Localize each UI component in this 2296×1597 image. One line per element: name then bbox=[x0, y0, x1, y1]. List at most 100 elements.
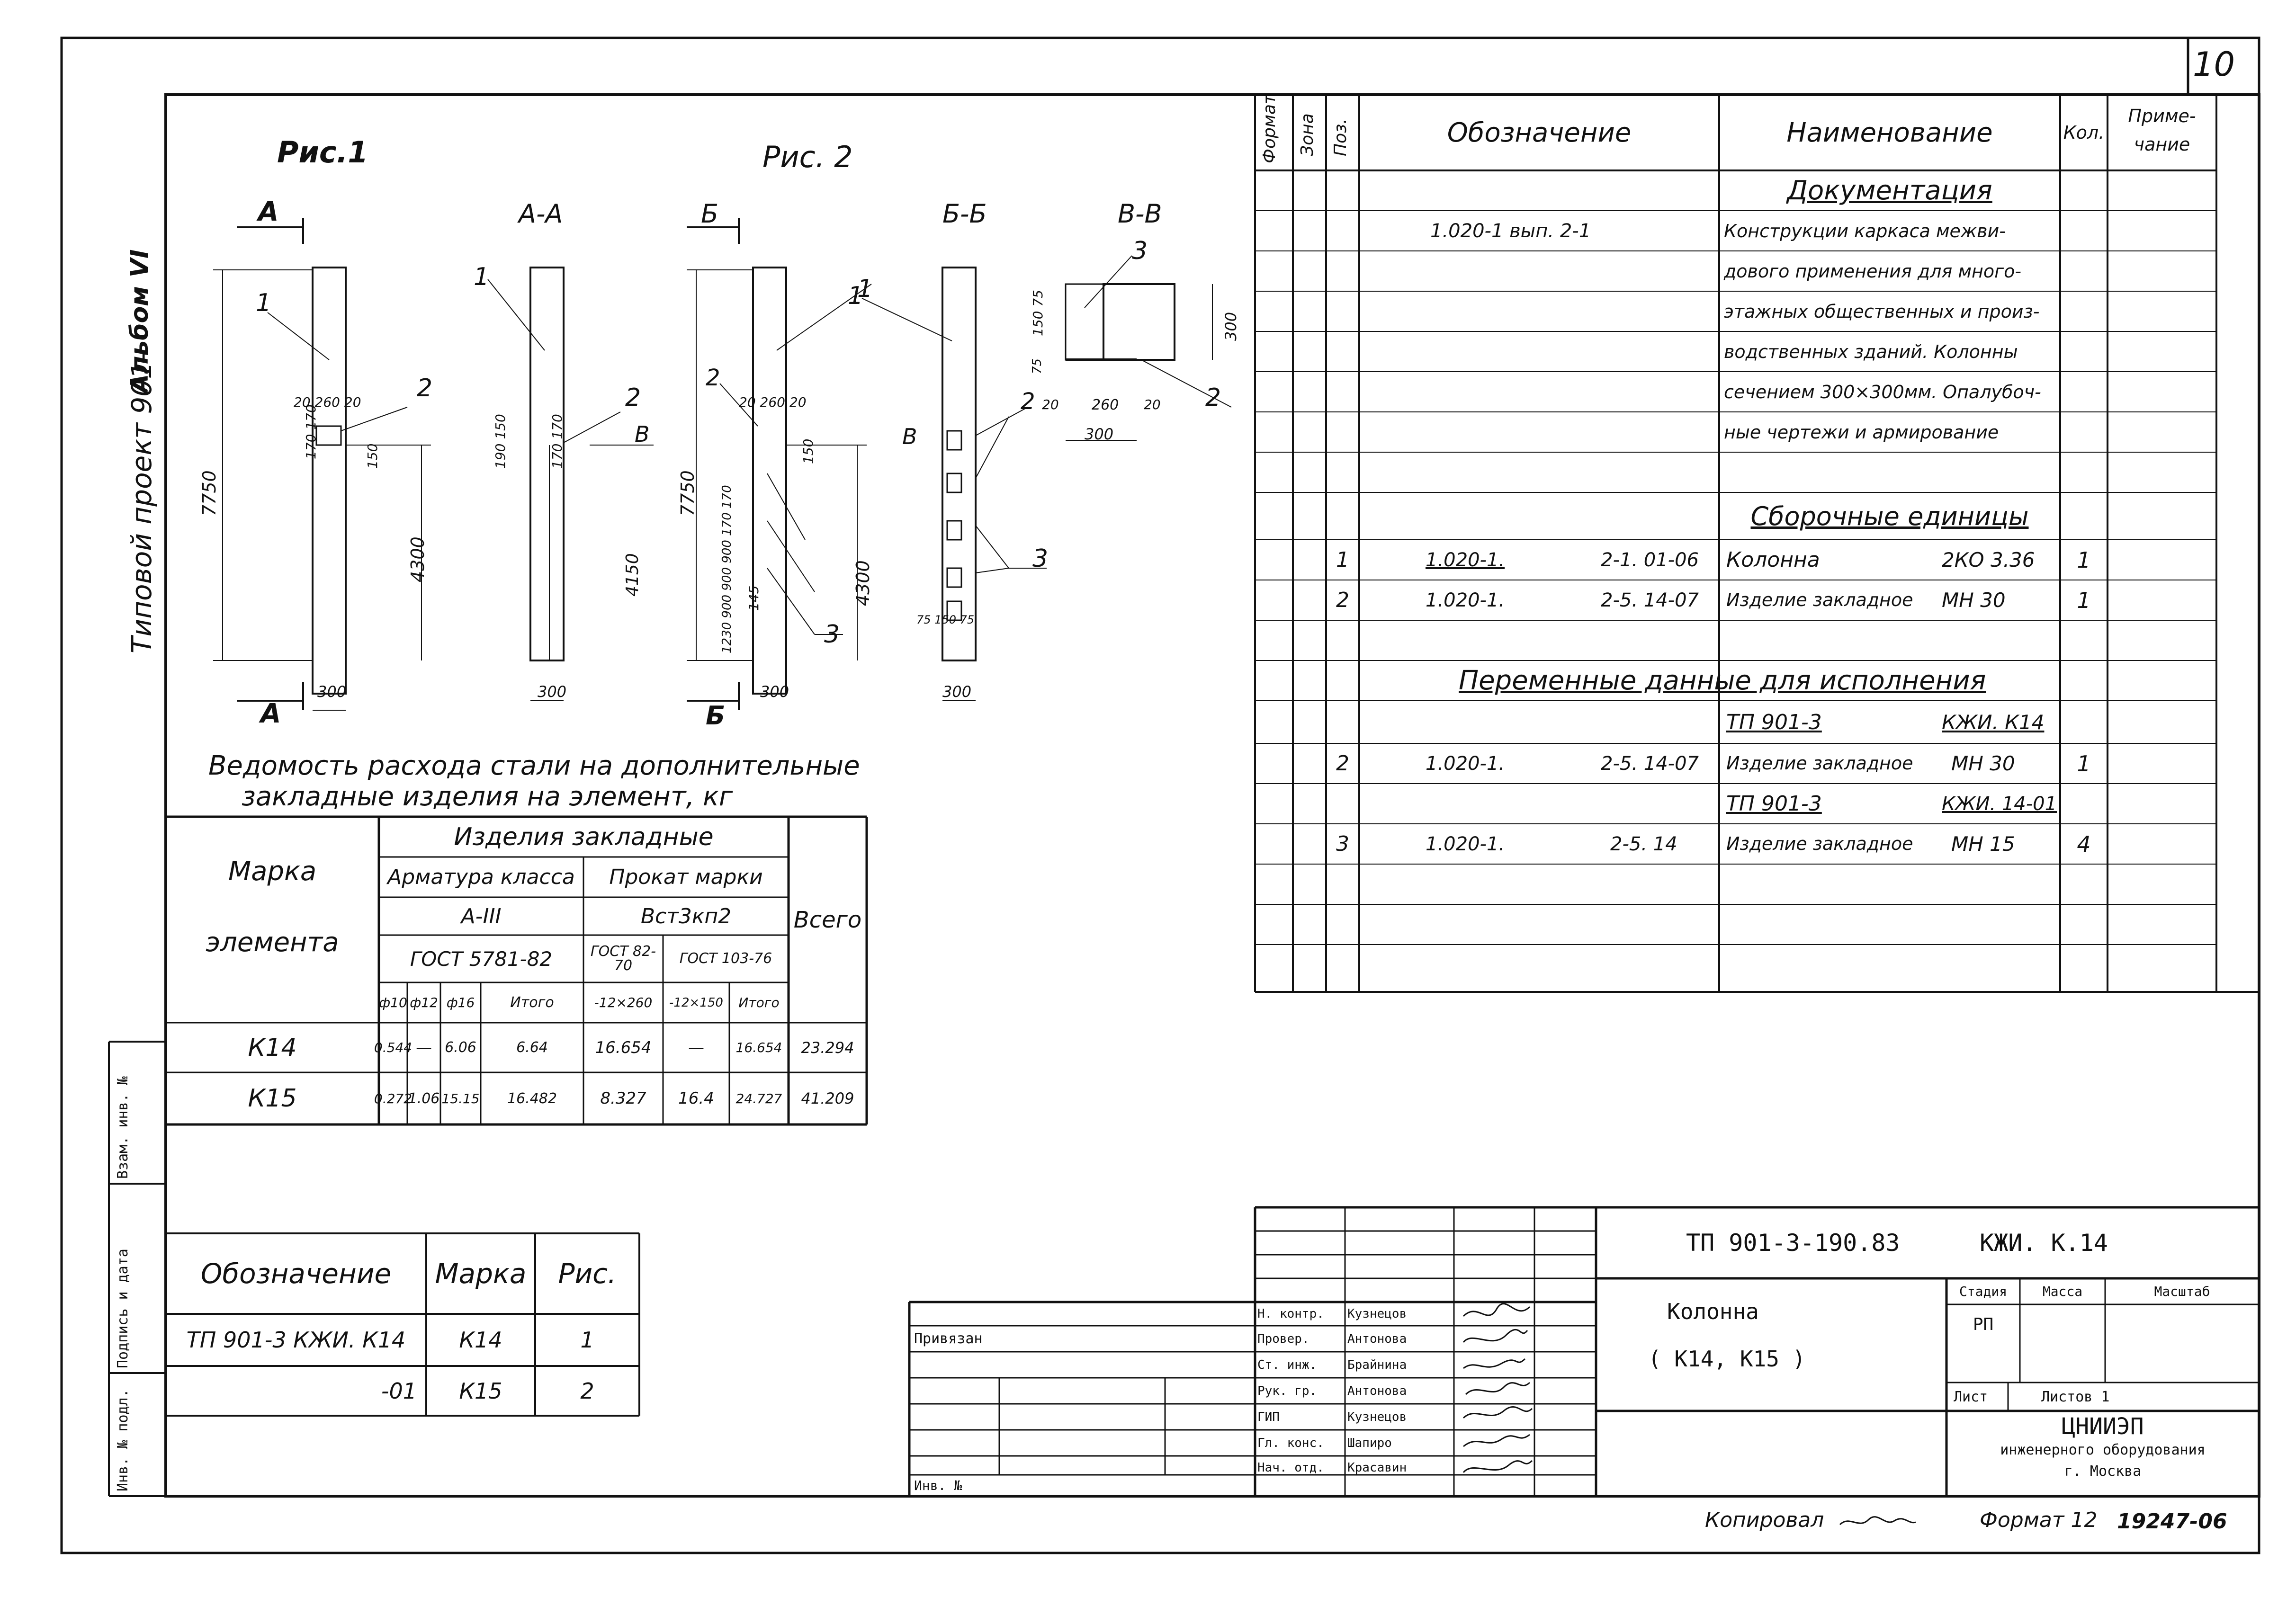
steel-table-title-2: закладные изделия на элемент, кг bbox=[242, 781, 733, 812]
col-stage: Стадия bbox=[1959, 1284, 2008, 1299]
stamp-signature-date: Подпись и дата bbox=[115, 1249, 131, 1368]
section-bb-title: Б-Б bbox=[942, 199, 987, 229]
col-total-header: Всего bbox=[793, 906, 862, 933]
designation-row-1: ТП 901-3 КЖИ. К14 bbox=[186, 1327, 406, 1353]
dim-145-fig2: 145 bbox=[746, 585, 762, 611]
inner-border bbox=[164, 93, 2260, 1498]
dim-300-aa: 300 bbox=[538, 683, 567, 701]
role-n-kontr: Н. контр. bbox=[1257, 1307, 1324, 1321]
spec-doc-line-6: ные чертежи и армирование bbox=[1724, 421, 1999, 443]
spec-doc-line-3: этажных общественных и произ- bbox=[1724, 301, 2040, 322]
steel-row-k15-mark: К15 bbox=[248, 1084, 297, 1113]
spec-var-1-label: ТП 901-3 bbox=[1726, 710, 1822, 734]
role-st-inzh: Ст. инж. bbox=[1257, 1357, 1317, 1372]
section-mark-a-bottom: А bbox=[260, 698, 281, 729]
col-f16: ф16 bbox=[446, 995, 475, 1010]
spec-var-2-qty: 4 bbox=[2077, 831, 2091, 857]
dim-75-vv: 75 bbox=[1030, 358, 1044, 374]
inv-label: Инв. № bbox=[914, 1478, 962, 1493]
signatures bbox=[1462, 1303, 1533, 1473]
steel-row-k14-f16: 6.06 bbox=[445, 1039, 476, 1056]
role-gip: ГИП bbox=[1257, 1410, 1280, 1424]
dim-300-bb: 300 bbox=[942, 683, 972, 701]
steel-grid-minor bbox=[166, 856, 867, 1124]
steel-table-title-1: Ведомость расхода стали на дополнительны… bbox=[208, 750, 860, 781]
spec-var-2-name: Изделие закладное bbox=[1726, 833, 1913, 855]
spec-asm-1-designation: 1.020-1. bbox=[1426, 549, 1505, 571]
steel-row-k15-total: 41.209 bbox=[801, 1089, 854, 1107]
leader-1-bb: 1 bbox=[848, 282, 864, 310]
name-n-kontr: Кузнецов bbox=[1347, 1307, 1407, 1321]
steel-row-k14-f10: 0.544 bbox=[374, 1040, 413, 1055]
spec-asm-2-name: Изделие закладное bbox=[1726, 589, 1913, 611]
org-name: ЦНИИЭП bbox=[2062, 1413, 2144, 1440]
format-label: Формат 12 bbox=[1980, 1508, 2098, 1532]
steel-row-k14-12x150: — bbox=[688, 1038, 704, 1057]
dim-4300-fig1: 4300 bbox=[407, 536, 428, 582]
spec-section-variable: Переменные данные для исполнения bbox=[1459, 665, 1986, 696]
spec-col-format: Формат bbox=[1260, 94, 1279, 163]
leader-2-fig1: 2 bbox=[417, 374, 433, 402]
leader-1-aa: 1 bbox=[474, 263, 490, 291]
dim-4150-aa: 4150 bbox=[623, 553, 642, 597]
designation-row-1-fig: 1 bbox=[580, 1327, 594, 1353]
name-st-inzh: Брайнина bbox=[1347, 1357, 1407, 1372]
spec-var-2-mark: МН 15 bbox=[1951, 832, 2015, 856]
section-mark-v-2: В bbox=[902, 424, 917, 449]
dim-170-aa: 170 170 bbox=[549, 414, 565, 469]
leader-2-bb: 2 bbox=[1021, 388, 1035, 415]
project-title: Типовой проект 901- bbox=[126, 351, 158, 653]
dim-300-fig1: 300 bbox=[317, 683, 347, 701]
steel-row-k14-mark: К14 bbox=[248, 1033, 297, 1062]
designation-row-2-mark: К15 bbox=[459, 1378, 502, 1404]
bound-label: Привязан bbox=[914, 1330, 983, 1347]
section-mark-v-1: В bbox=[635, 421, 650, 447]
sheet-label: Лист bbox=[1954, 1388, 1988, 1405]
dim-7750-fig1: 7750 bbox=[199, 470, 220, 516]
dim-chain-fig2: 1230 900 900 900 170 170 bbox=[720, 485, 734, 653]
spec-doc-designation: 1.020-1 вып. 2-1 bbox=[1430, 220, 1591, 242]
name-nach-otd: Красавин bbox=[1347, 1461, 1407, 1475]
spec-section-docs: Документация bbox=[1787, 175, 1992, 206]
org-line-2: инженерного оборудования bbox=[2000, 1442, 2206, 1458]
element-name: Колонна bbox=[1667, 1299, 1759, 1324]
steel-row-k15-12x260: 8.327 bbox=[600, 1089, 646, 1108]
group-header: Изделия закладные bbox=[454, 822, 714, 851]
spec-asm-1-name: Колонна bbox=[1726, 548, 1820, 572]
spec-var-2-pos: 3 bbox=[1336, 832, 1349, 856]
dim-20-vv: 20 bbox=[1042, 397, 1059, 412]
steel-row-k14-itogo-prokat: 16.654 bbox=[735, 1040, 782, 1055]
doc-code: КЖИ. К.14 bbox=[1980, 1229, 2108, 1257]
spec-col-note-2: чание bbox=[2134, 134, 2190, 155]
name-gl-kons: Шапиро bbox=[1347, 1436, 1392, 1450]
dim-4300-fig2: 4300 bbox=[852, 560, 873, 606]
title-block-grid bbox=[908, 1206, 2259, 1496]
steel-row-k15-itogo-prokat: 24.727 bbox=[735, 1090, 782, 1106]
spec-asm-2-designation: 1.020-1. bbox=[1426, 589, 1505, 611]
col-12x150: -12×150 bbox=[669, 995, 723, 1010]
sub-armatura: Арматура класса bbox=[387, 865, 575, 889]
fig2-title: Рис. 2 bbox=[762, 140, 853, 174]
fig-header: Рис. bbox=[558, 1258, 617, 1290]
leader-2-fig2: 2 bbox=[706, 365, 720, 391]
spec-var-1-mark: МН 30 bbox=[1951, 752, 2015, 775]
dim-300-vv-v: 300 bbox=[1222, 312, 1240, 341]
steel-row-k14-12x260: 16.654 bbox=[595, 1038, 652, 1057]
col-mark-header-1: Марка bbox=[228, 856, 317, 887]
gost-p1: ГОСТ 82-70 bbox=[590, 943, 656, 974]
dim-20b-vv: 20 bbox=[1144, 397, 1161, 412]
spec-asm-2-sheet: 2-5. 14-07 bbox=[1601, 589, 1699, 611]
spec-doc-line-1: Конструкции каркаса межви- bbox=[1724, 220, 2006, 241]
spec-asm-2-qty: 1 bbox=[2077, 587, 2091, 613]
prokat-grade: Вст3кп2 bbox=[640, 904, 732, 928]
leader-3-bb: 3 bbox=[1032, 544, 1049, 573]
dim-7750-fig2: 7750 bbox=[677, 470, 698, 516]
steel-row-k15-f12: 1.06 bbox=[408, 1090, 440, 1107]
spec-col-note-1: Приме- bbox=[2128, 106, 2196, 126]
org-city: г. Москва bbox=[2064, 1463, 2142, 1480]
col-scale: Масштаб bbox=[2154, 1284, 2210, 1299]
dim-150-75-vv: 150 75 bbox=[1030, 290, 1046, 336]
name-gip: Кузнецов bbox=[1347, 1410, 1407, 1424]
sheets-label: Листов 1 bbox=[2041, 1388, 2110, 1405]
arm-class: А-III bbox=[461, 904, 502, 928]
